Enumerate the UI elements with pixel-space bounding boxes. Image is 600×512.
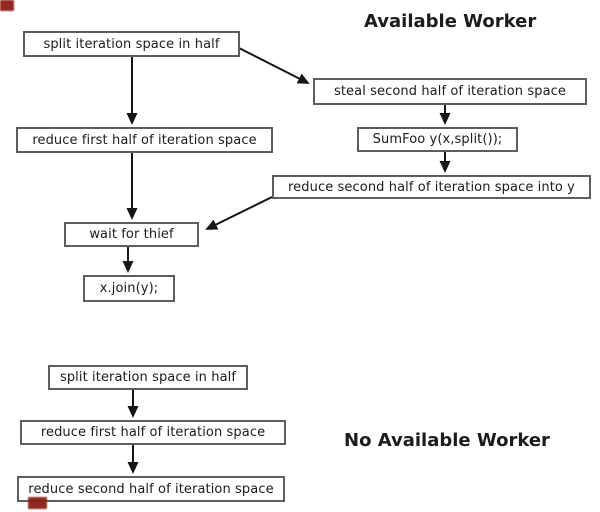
flow-node-wait-for-thief: wait for thief [64, 222, 199, 247]
flow-node-reduce-first-half-serial: reduce first half of iteration space [20, 420, 286, 445]
no-available-worker-title: No Available Worker [344, 430, 550, 451]
available-worker-title: Available Worker [364, 11, 537, 32]
flow-node-steal-second-half: steal second half of iteration space [313, 78, 587, 105]
flow-node-reduce-first-half: reduce first half of iteration space [16, 127, 273, 153]
flow-node-sumfoo-split: SumFoo y(x,split()); [357, 127, 518, 152]
flow-node-reduce-second-half-into-y: reduce second half of iteration space in… [272, 175, 591, 199]
flow-node-x-join-y: x.join(y); [83, 275, 175, 302]
flow-node-split-iteration-space-serial: split iteration space in half [48, 365, 248, 390]
flow-node-split-iteration-space: split iteration space in half [23, 31, 240, 57]
flow-node-reduce-second-half-serial: reduce second half of iteration space [17, 476, 285, 502]
red-artifact-mark-bottom-left [28, 497, 47, 509]
red-artifact-mark-top-left [0, 0, 14, 11]
